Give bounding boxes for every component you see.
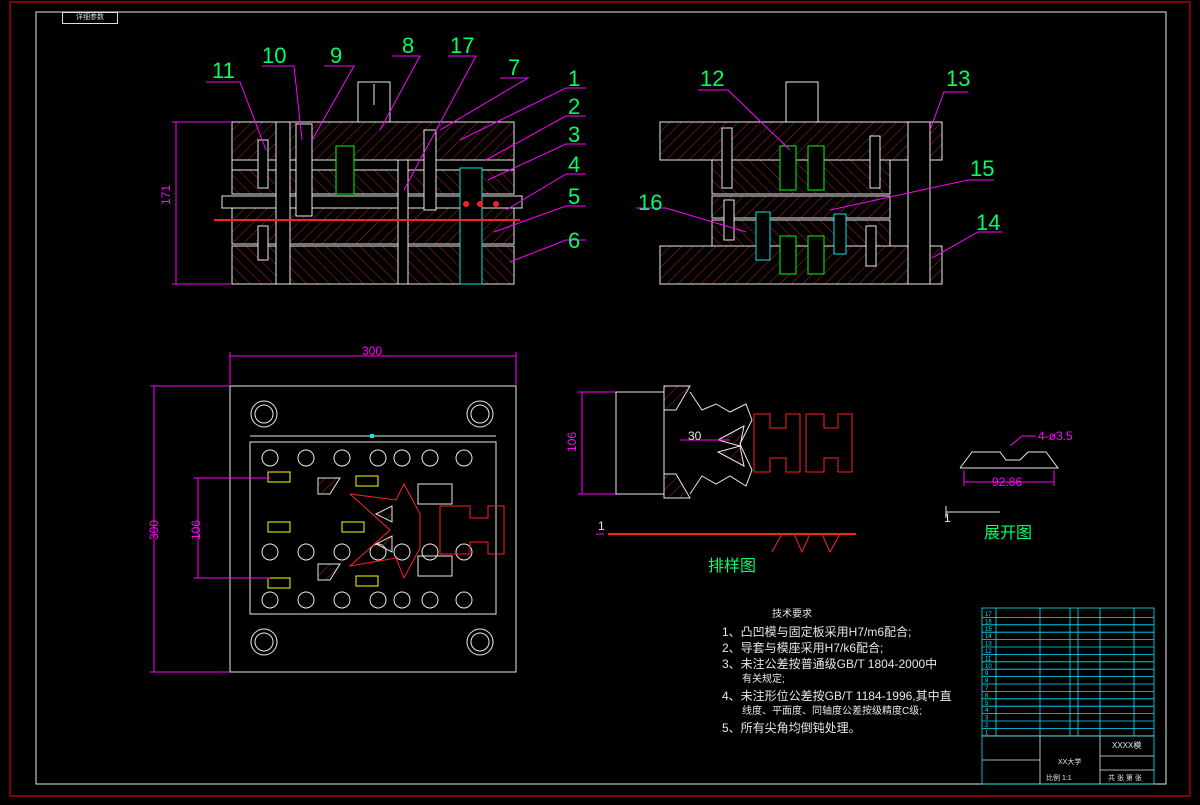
plan-dim-height: 300 <box>147 520 161 540</box>
callout-6: 6 <box>568 228 580 253</box>
plan-hole <box>333 591 351 609</box>
plan-hole <box>369 591 387 609</box>
plan-hole <box>297 543 315 561</box>
callout-12: 12 <box>700 66 724 91</box>
callout-5: 5 <box>568 184 580 209</box>
strip-layout <box>578 385 856 554</box>
front-callout-leaders <box>206 55 586 263</box>
plan-hole <box>333 449 351 467</box>
side-view <box>659 81 943 285</box>
tech-notes-title: 技术要求 <box>772 609 812 620</box>
callout-13: 13 <box>946 66 970 91</box>
tech-notes: 技术要求 1、凸凹模与固定板采用H7/m6配合; 2、导套与模座采用H7/k6配… <box>722 605 972 736</box>
callout-10: 10 <box>262 43 286 68</box>
plan-view <box>229 385 517 673</box>
plan-hole <box>393 449 411 467</box>
sheet-label: 共 张 第 张 <box>1108 773 1142 782</box>
part-list-number: 10 <box>985 664 992 670</box>
callout-7: 7 <box>508 55 520 80</box>
title-block <box>981 607 1155 785</box>
plan-dim-width: 300 <box>362 344 382 358</box>
part-list-number: 7 <box>985 686 989 692</box>
callout-2: 2 <box>568 94 580 119</box>
callout-11: 11 <box>212 58 235 83</box>
plan-hole <box>393 591 411 609</box>
strip-dim-thickness: 1 <box>598 519 605 533</box>
strip-dim-width: 106 <box>565 432 579 452</box>
part-list-number: 17 <box>985 612 992 618</box>
blank-dim-holes: 4-ø3.5 <box>1038 429 1073 443</box>
part-list-number: 15 <box>985 627 992 633</box>
part-list-number: 12 <box>985 649 992 655</box>
part-list-number: 14 <box>985 634 992 640</box>
callout-3: 3 <box>568 122 580 147</box>
plan-hole <box>455 591 473 609</box>
part-list-number: 9 <box>985 671 989 677</box>
drawing-name: XXXX模 <box>1112 740 1141 750</box>
side-callouts: 12 13 15 16 14 <box>638 66 1000 235</box>
part-list-number: 11 <box>985 656 992 662</box>
callout-15: 15 <box>970 156 994 181</box>
plan-hole <box>421 449 439 467</box>
part-list-number: 2 <box>985 723 989 729</box>
front-view <box>172 81 523 285</box>
scale-label: 比例 1:1 <box>1046 773 1072 782</box>
plan-hole <box>455 543 473 561</box>
tech-note-line: 4、未注形位公差按GB/T 1184-1996,其中直 <box>722 689 952 703</box>
callout-9: 9 <box>330 43 342 68</box>
corner-tag: 详细参数 <box>62 12 118 24</box>
tech-note-line: 2、导套与模座采用H7/k6配合; <box>722 641 884 655</box>
callout-17: 17 <box>450 33 474 58</box>
callout-1: 1 <box>568 66 580 91</box>
plan-hole <box>455 449 473 467</box>
plan-hole <box>297 449 315 467</box>
plan-holes <box>261 449 473 609</box>
plan-parts <box>267 434 505 589</box>
plan-hole <box>297 591 315 609</box>
plan-hole <box>393 543 411 561</box>
callout-14: 14 <box>976 210 1000 235</box>
plan-hole <box>261 543 279 561</box>
callout-8: 8 <box>402 33 414 58</box>
tech-note-line: 线度、平面度、同轴度公差按级精度C级; <box>742 706 922 717</box>
blank-caption: 展开图 <box>984 525 1032 542</box>
callout-4: 4 <box>568 152 580 177</box>
tech-note-line: 3、未注公差按普通级GB/T 1804-2000中 <box>722 657 938 671</box>
callout-16: 16 <box>638 190 662 215</box>
part-list-number: 8 <box>985 679 989 685</box>
plan-hole <box>261 449 279 467</box>
part-list-number: 6 <box>985 693 989 699</box>
inner-frame <box>35 11 1167 785</box>
plan-hole <box>333 543 351 561</box>
part-list-number: 3 <box>985 716 989 722</box>
strip-dim-pitch: 30 <box>688 429 702 443</box>
front-dim-height: 171 <box>159 185 173 205</box>
blank-dim-thickness: 1 <box>944 511 951 525</box>
plan-hole <box>261 591 279 609</box>
blank-dim-length: 92.86 <box>992 475 1022 489</box>
front-callouts: 11 10 9 8 17 7 1 2 3 4 5 6 <box>212 33 580 253</box>
tech-note-line: 有关规定; <box>742 674 785 685</box>
tech-note-line: 5、所有尖角均倒钝处理。 <box>722 721 861 735</box>
side-callout-leaders <box>636 89 1002 259</box>
outer-frame <box>9 1 1191 797</box>
tech-note-line: 1、凸凹模与固定板采用H7/m6配合; <box>722 625 912 639</box>
school-name: XX大学 <box>1058 757 1081 766</box>
plan-hole <box>369 449 387 467</box>
part-list-number: 4 <box>985 708 989 714</box>
blank-part <box>945 435 1059 518</box>
plan-dims <box>150 352 517 673</box>
plan-hole <box>421 591 439 609</box>
part-list-number: 16 <box>985 619 992 625</box>
part-list-number: 5 <box>985 701 989 707</box>
part-list-number: 1 <box>985 730 989 736</box>
strip-caption: 排样图 <box>708 557 756 575</box>
plan-hole <box>421 543 439 561</box>
part-list-number: 13 <box>985 642 992 648</box>
plan-dim-inner: 106 <box>189 520 203 540</box>
